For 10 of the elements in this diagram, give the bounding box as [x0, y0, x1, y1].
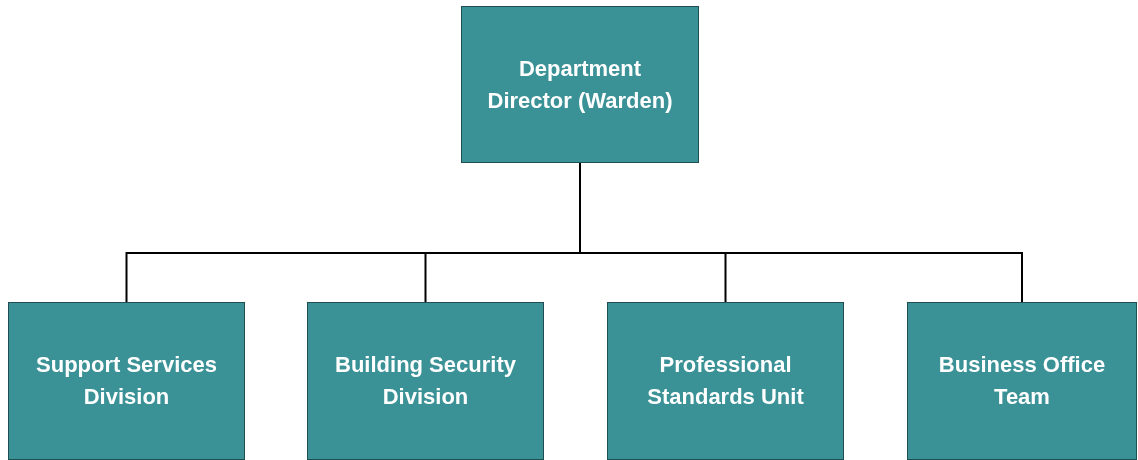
- org-box: [461, 6, 699, 163]
- org-box: [607, 302, 844, 460]
- org-box: [307, 302, 544, 460]
- org-box: [8, 302, 245, 460]
- box-title: Department Director (Warden): [486, 54, 674, 115]
- box-title: Business Office Team: [937, 351, 1107, 411]
- box-title: Support Services Division: [35, 351, 218, 411]
- org-box: [907, 302, 1137, 460]
- box-title: Building Security Division: [334, 351, 517, 411]
- box-title: Professional Standards Unit: [646, 351, 805, 411]
